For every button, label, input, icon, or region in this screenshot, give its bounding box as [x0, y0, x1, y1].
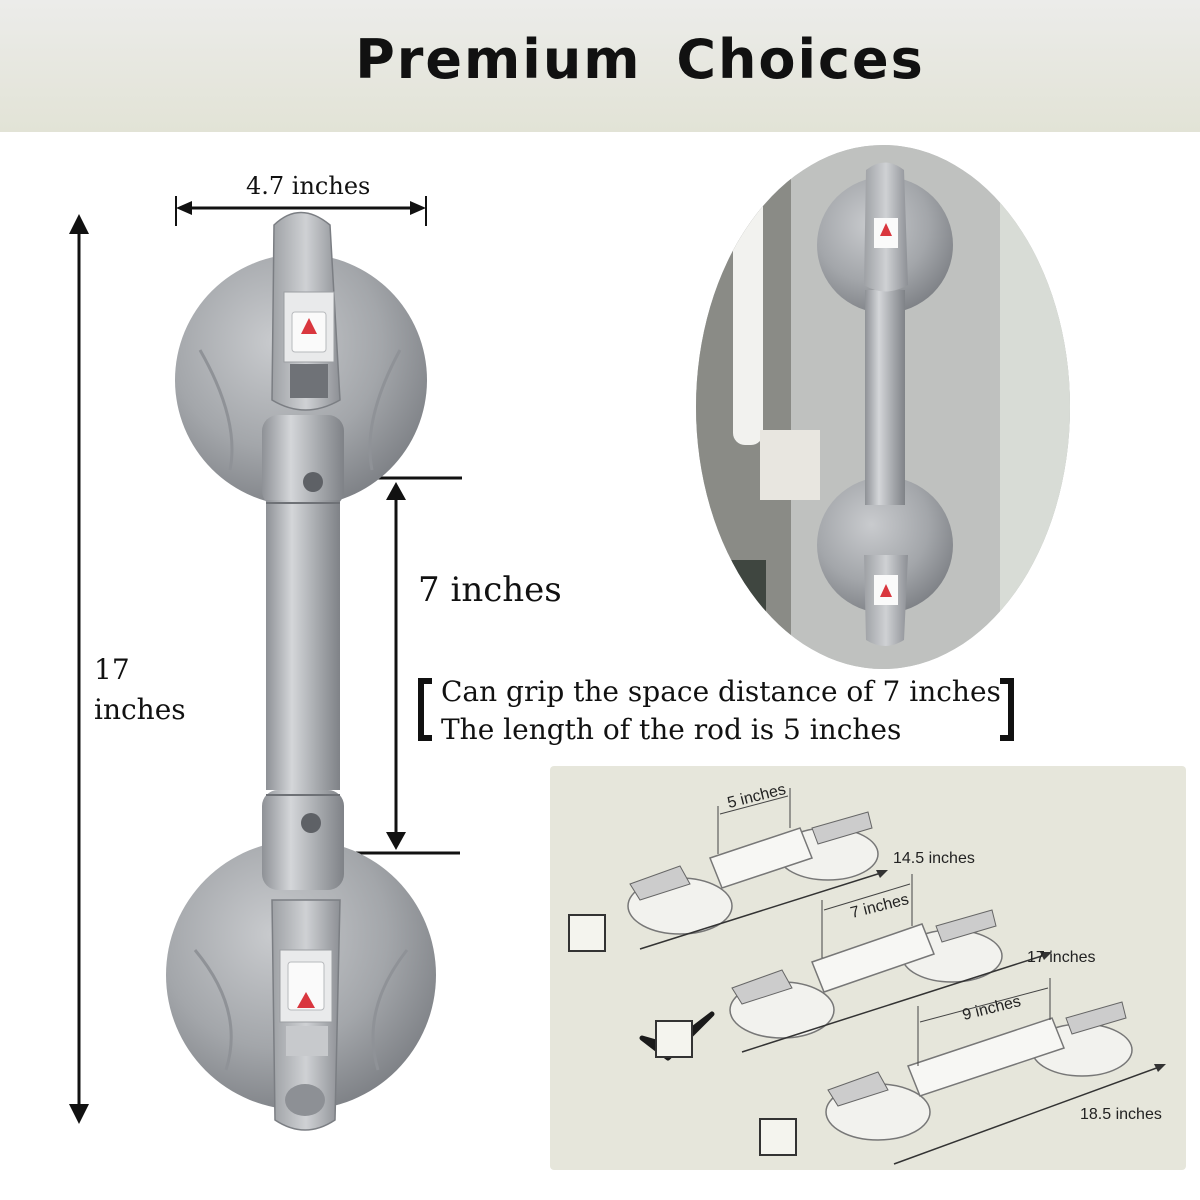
- header-banner: [0, 0, 1200, 132]
- grip-note-line2: The length of the rod is 5 inches: [441, 713, 902, 746]
- grab-bar-product: [166, 211, 436, 1131]
- option-3-length-label: 18.5 inches: [1080, 1106, 1162, 1123]
- option-7-inch-illustration: [729, 874, 1052, 1053]
- installed-photo-oval: [696, 145, 1070, 669]
- grip-dimension-line: [345, 476, 462, 855]
- height-dimension-line: [69, 214, 89, 1124]
- option-9-inch-illustration: [825, 978, 1166, 1165]
- page-title: Premium Choices: [355, 28, 925, 91]
- width-dimension-line: [175, 196, 427, 226]
- option-1-length-label: 14.5 inches: [893, 850, 975, 867]
- option-2-checkbox[interactable]: [655, 1020, 693, 1058]
- option-5-inch-illustration: [627, 788, 888, 950]
- option-2-length-label: 17 inches: [1027, 949, 1096, 966]
- option-3-checkbox[interactable]: [759, 1118, 797, 1156]
- size-options-illustration: [627, 788, 1166, 1165]
- grip-distance-label: 7 inches: [418, 570, 562, 610]
- height-label: 17 inches: [94, 650, 186, 730]
- grip-note: Can grip the space distance of 7 inches …: [441, 673, 1001, 749]
- grip-note-line1: Can grip the space distance of 7 inches: [441, 675, 1001, 708]
- width-label: 4.7 inches: [246, 172, 371, 200]
- option-1-checkbox[interactable]: [568, 914, 606, 952]
- height-label-number: 17: [94, 653, 130, 686]
- height-label-unit: inches: [94, 693, 186, 726]
- note-brackets: [418, 678, 1014, 741]
